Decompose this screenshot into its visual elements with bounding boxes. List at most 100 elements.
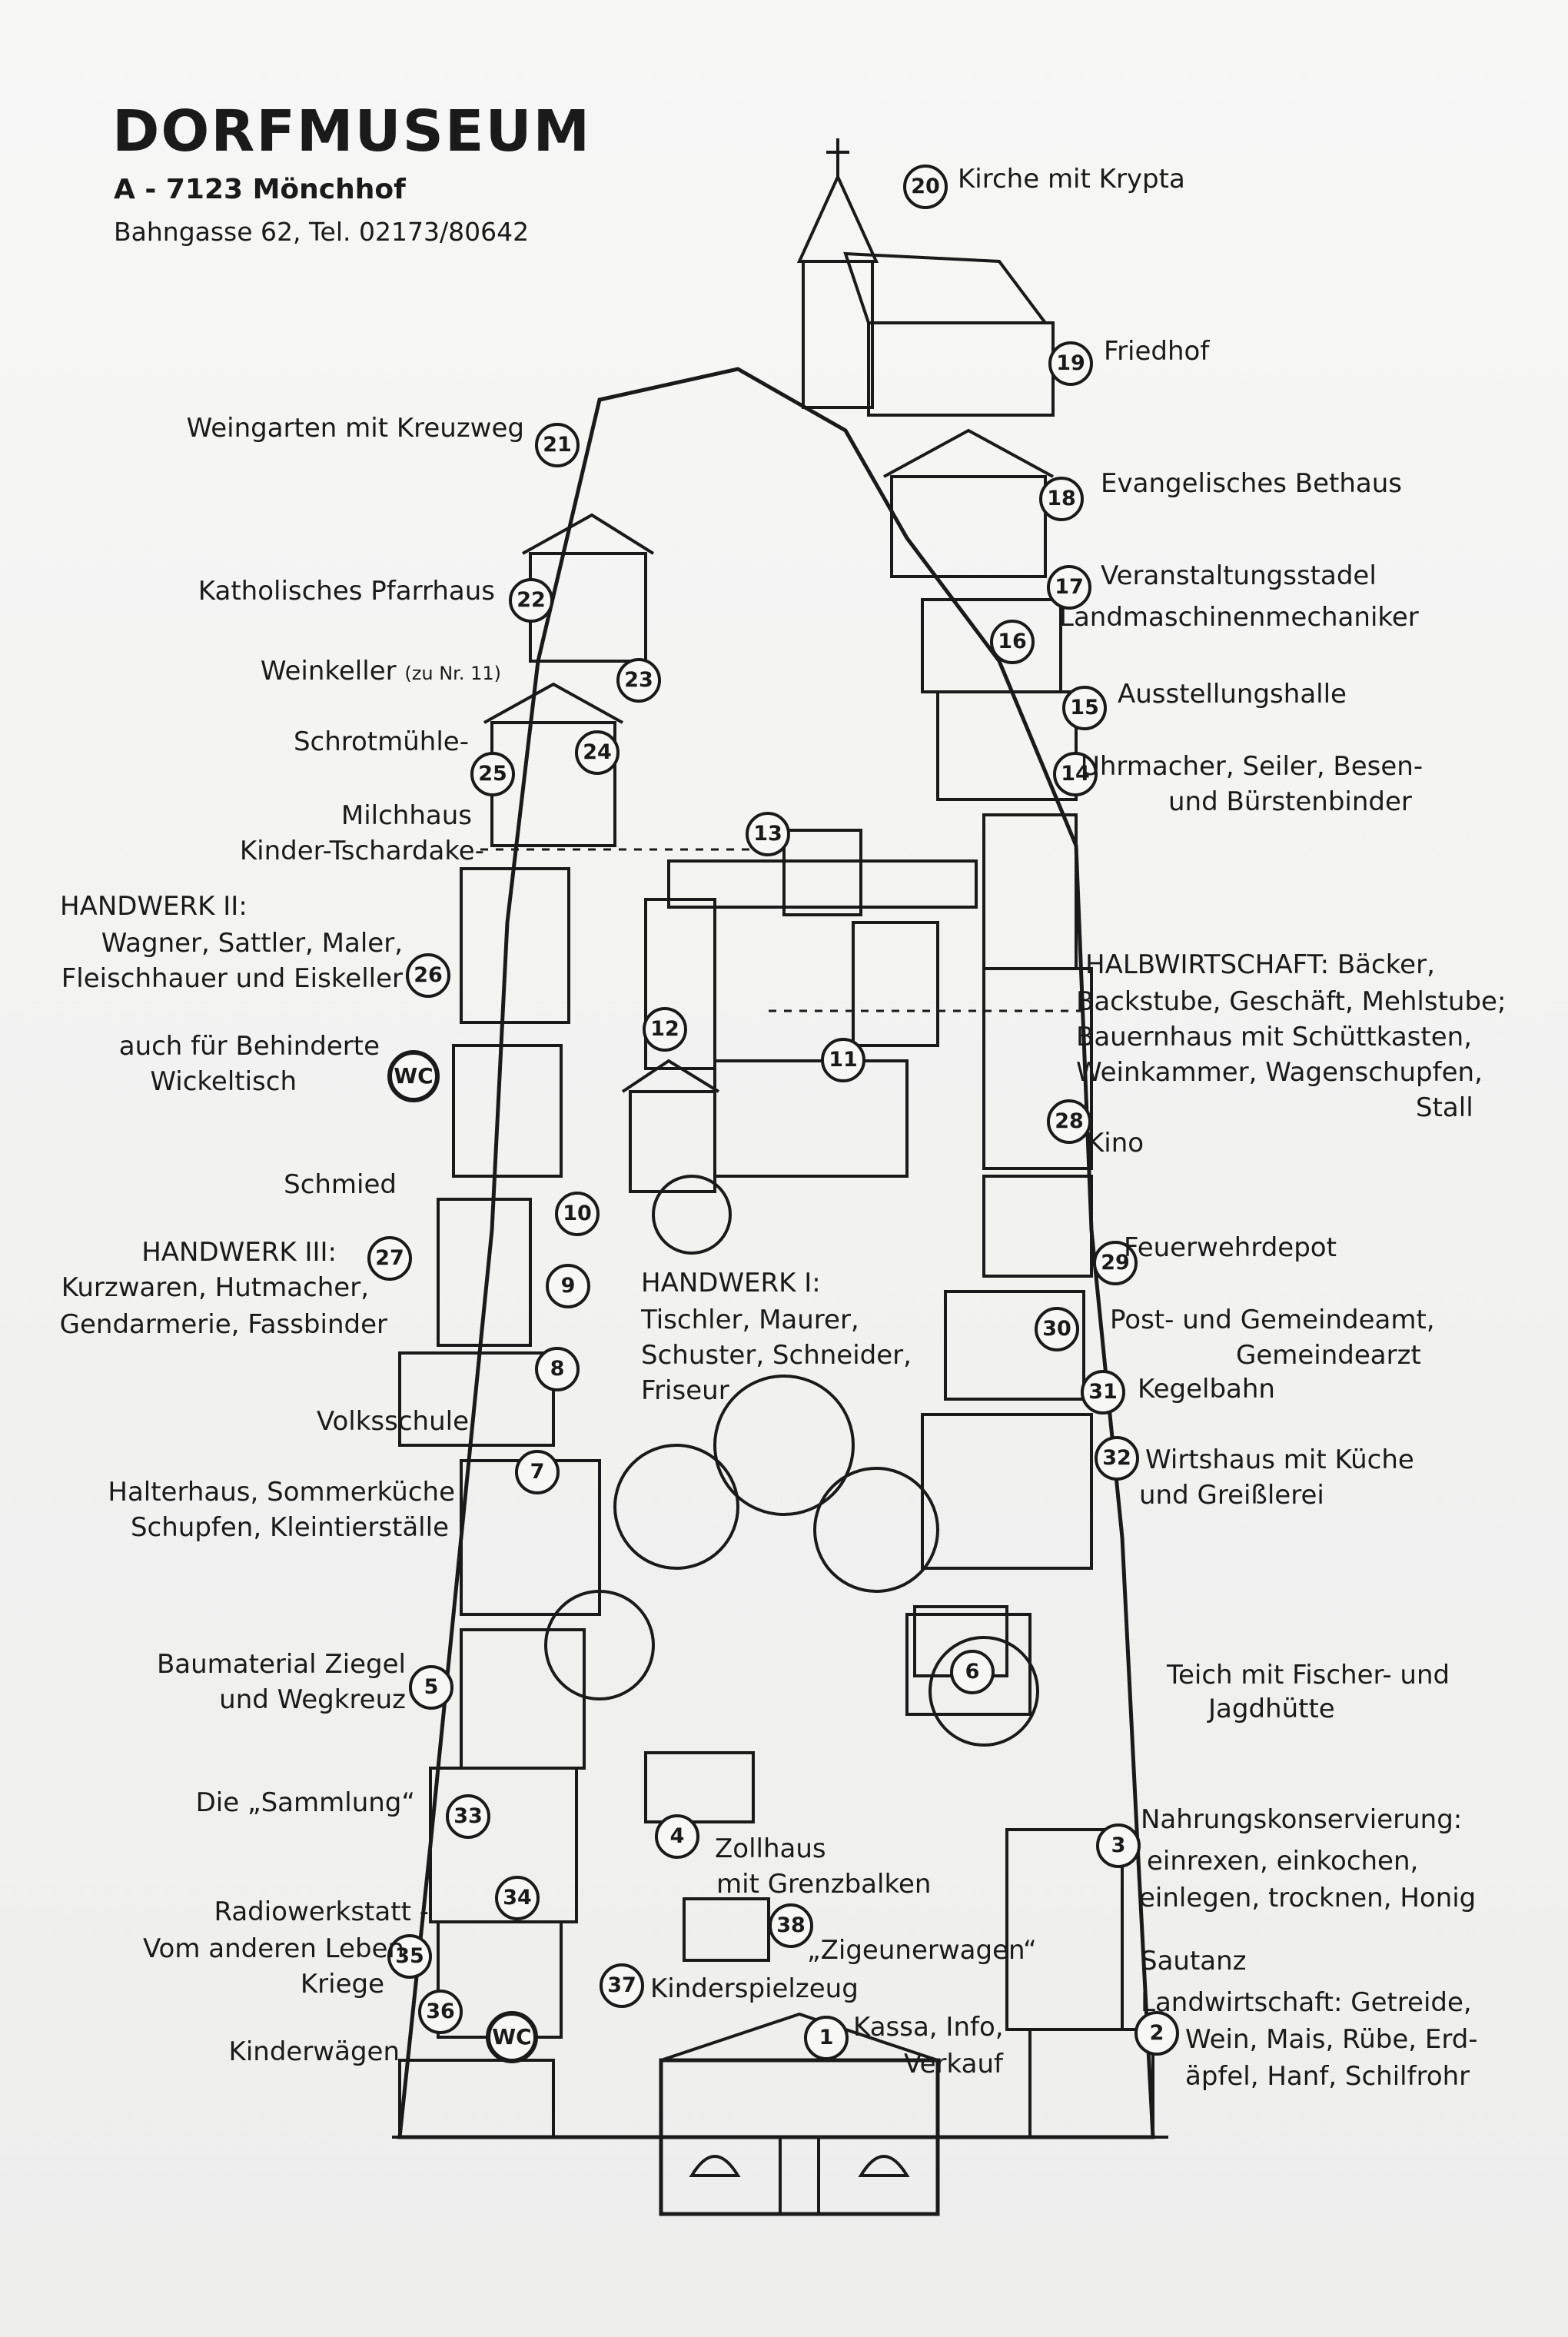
station-marker-33: 33 xyxy=(446,1794,490,1839)
label-zollhaus: Zollhaus xyxy=(715,1833,826,1864)
label-handwerk-1-b: Schuster, Schneider, xyxy=(641,1340,912,1371)
label-verkauf: Verkauf xyxy=(904,2049,1003,2079)
label-pfarrhaus: Katholisches Pfarrhaus xyxy=(198,576,495,607)
label-kleintierstaelle: Schupfen, Kleintierställe xyxy=(130,1512,449,1543)
station-marker-13: 13 xyxy=(746,812,790,856)
station-marker-8: 8 xyxy=(535,1347,580,1391)
station-marker-26: 26 xyxy=(406,953,450,998)
station-marker-23: 23 xyxy=(616,658,661,703)
wc-marker-entrance: WC xyxy=(486,2011,538,2063)
label-halbwirtschaft-4: Weinkammer, Wagenschupfen, xyxy=(1076,1057,1483,1088)
label-friedhof: Friedhof xyxy=(1104,336,1210,367)
label-teich: Teich mit Fischer- und xyxy=(1167,1660,1450,1690)
label-jagdhuette: Jagdhütte xyxy=(1208,1694,1335,1724)
station-marker-34: 34 xyxy=(495,1876,540,1920)
label-uhrmacher: Uhrmacher, Seiler, Besen- xyxy=(1081,751,1423,782)
station-marker-20: 20 xyxy=(903,165,948,209)
label-sammlung: Die „Sammlung“ xyxy=(195,1787,415,1818)
label-weinkeller: Weinkeller (zu Nr. 11) xyxy=(261,653,501,691)
label-einlegen: einlegen, trocknen, Honig xyxy=(1139,1883,1477,1913)
label-radiowerkstatt: Radiowerkstatt - xyxy=(214,1897,429,1927)
wc-marker: WC xyxy=(387,1050,440,1102)
station-marker-7: 7 xyxy=(515,1450,560,1494)
station-marker-17: 17 xyxy=(1047,565,1091,610)
label-tschardake: Kinder-Tschardake- xyxy=(239,836,484,866)
station-marker-9: 9 xyxy=(546,1264,590,1308)
label-halbwirtschaft-2: Backstube, Geschäft, Mehlstube; xyxy=(1076,986,1507,1017)
station-marker-35: 35 xyxy=(387,1934,432,1979)
label-landwirtschaft: Landwirtschaft: Getreide, xyxy=(1141,1987,1472,2018)
label-wein-mais: Wein, Mais, Rübe, Erd- xyxy=(1185,2024,1478,2055)
label-halbwirtschaft-3: Bauernhaus mit Schüttkasten, xyxy=(1076,1022,1472,1052)
label-ausstellungshalle: Ausstellungshalle xyxy=(1118,679,1347,710)
label-wegkreuz: und Wegkreuz xyxy=(219,1684,406,1715)
label-handwerk-1-c: Friseur xyxy=(641,1375,729,1406)
label-sautanz: Sautanz xyxy=(1141,1946,1247,1976)
station-marker-32: 32 xyxy=(1095,1436,1139,1481)
label-kriege: Kriege xyxy=(300,1969,384,2000)
address-line-2: Bahngasse 62, Tel. 02173/80642 xyxy=(114,217,530,247)
label-handwerk-2-a: Wagner, Sattler, Maler, xyxy=(101,928,403,959)
label-feuerwehrdepot: Feuerwehrdepot xyxy=(1124,1232,1337,1263)
label-kegelbahn: Kegelbahn xyxy=(1138,1374,1275,1405)
station-marker-28: 28 xyxy=(1047,1099,1091,1144)
label-aepfel-hanf: äpfel, Hanf, Schilfrohr xyxy=(1185,2061,1470,2092)
station-marker-4: 4 xyxy=(655,1814,699,1859)
label-behinderte: auch für Behinderte xyxy=(118,1031,380,1062)
label-baumaterial: Baumaterial Ziegel xyxy=(156,1649,406,1680)
label-milchhaus: Milchhaus xyxy=(341,800,472,831)
address-line-1: A - 7123 Mönchhof xyxy=(114,174,406,205)
station-marker-38: 38 xyxy=(769,1903,813,1948)
label-schrotmuehle: Schrotmühle- xyxy=(293,726,469,757)
label-weinkeller-main: Weinkeller xyxy=(260,656,397,686)
label-landmaschinen: Landmaschinenmechaniker xyxy=(1059,602,1419,633)
label-kinderspielzeug: Kinderspielzeug xyxy=(650,1973,859,2004)
station-marker-29: 29 xyxy=(1093,1241,1138,1285)
label-weinkeller-note: (zu Nr. 11) xyxy=(404,663,501,684)
station-marker-31: 31 xyxy=(1081,1370,1125,1414)
label-halbwirtschaft-1: HALBWIRTSCHAFT: Bäcker, xyxy=(1085,949,1435,980)
station-marker-11: 11 xyxy=(821,1038,865,1082)
label-volksschule: Volksschule xyxy=(316,1406,469,1437)
label-handwerk-1-a: Tischler, Maurer, xyxy=(641,1305,859,1335)
station-marker-2: 2 xyxy=(1134,2011,1179,2056)
label-handwerk-1-title: HANDWERK I: xyxy=(641,1268,821,1298)
label-weingarten: Weingarten mit Kreuzweg xyxy=(186,413,524,444)
label-kino: Kino xyxy=(1087,1128,1144,1159)
station-marker-14: 14 xyxy=(1053,752,1098,796)
label-handwerk-3-title: HANDWERK III: xyxy=(141,1237,337,1268)
station-marker-16: 16 xyxy=(990,620,1035,664)
station-marker-3: 3 xyxy=(1096,1823,1141,1868)
station-marker-15: 15 xyxy=(1062,686,1107,730)
label-gemeindearzt: Gemeindearzt xyxy=(1236,1340,1421,1371)
label-anderen-leben: Vom anderen Leben xyxy=(142,1933,404,1964)
station-marker-25: 25 xyxy=(470,752,515,796)
label-greisslerei: und Greißlerei xyxy=(1139,1480,1324,1511)
label-veranstaltungsstadel: Veranstaltungsstadel xyxy=(1101,560,1377,591)
station-marker-1: 1 xyxy=(804,2016,849,2060)
station-marker-18: 18 xyxy=(1039,477,1084,521)
station-marker-36: 36 xyxy=(418,1990,463,2034)
label-gemeindeamt: Post- und Gemeindeamt, xyxy=(1110,1305,1435,1335)
label-einrexen: einrexen, einkochen, xyxy=(1147,1846,1419,1877)
label-zigeunerwagen: „Zigeunerwagen“ xyxy=(807,1935,1037,1966)
label-nahrungskonservierung: Nahrungskonservierung: xyxy=(1141,1804,1463,1835)
label-kinderwaegen: Kinderwägen xyxy=(228,2036,400,2067)
station-marker-19: 19 xyxy=(1048,341,1093,386)
label-schmied: Schmied xyxy=(284,1169,397,1200)
label-handwerk-3-b: Gendarmerie, Fassbinder xyxy=(59,1309,387,1340)
station-marker-27: 27 xyxy=(367,1236,412,1281)
label-halbwirtschaft-5: Stall xyxy=(1416,1092,1473,1123)
station-marker-22: 22 xyxy=(509,578,553,623)
label-halterhaus: Halterhaus, Sommerküche xyxy=(108,1477,455,1508)
label-wickeltisch: Wickeltisch xyxy=(150,1066,297,1097)
page-title: DORFMUSEUM xyxy=(112,98,592,165)
label-kassa: Kassa, Info, xyxy=(853,2012,1004,2043)
station-marker-30: 30 xyxy=(1035,1307,1079,1351)
station-marker-24: 24 xyxy=(575,730,620,775)
label-handwerk-2-b: Fleischhauer und Eiskeller xyxy=(61,963,403,994)
label-bethaus: Evangelisches Bethaus xyxy=(1101,468,1402,499)
label-grenzbalken: mit Grenzbalken xyxy=(716,1869,932,1900)
